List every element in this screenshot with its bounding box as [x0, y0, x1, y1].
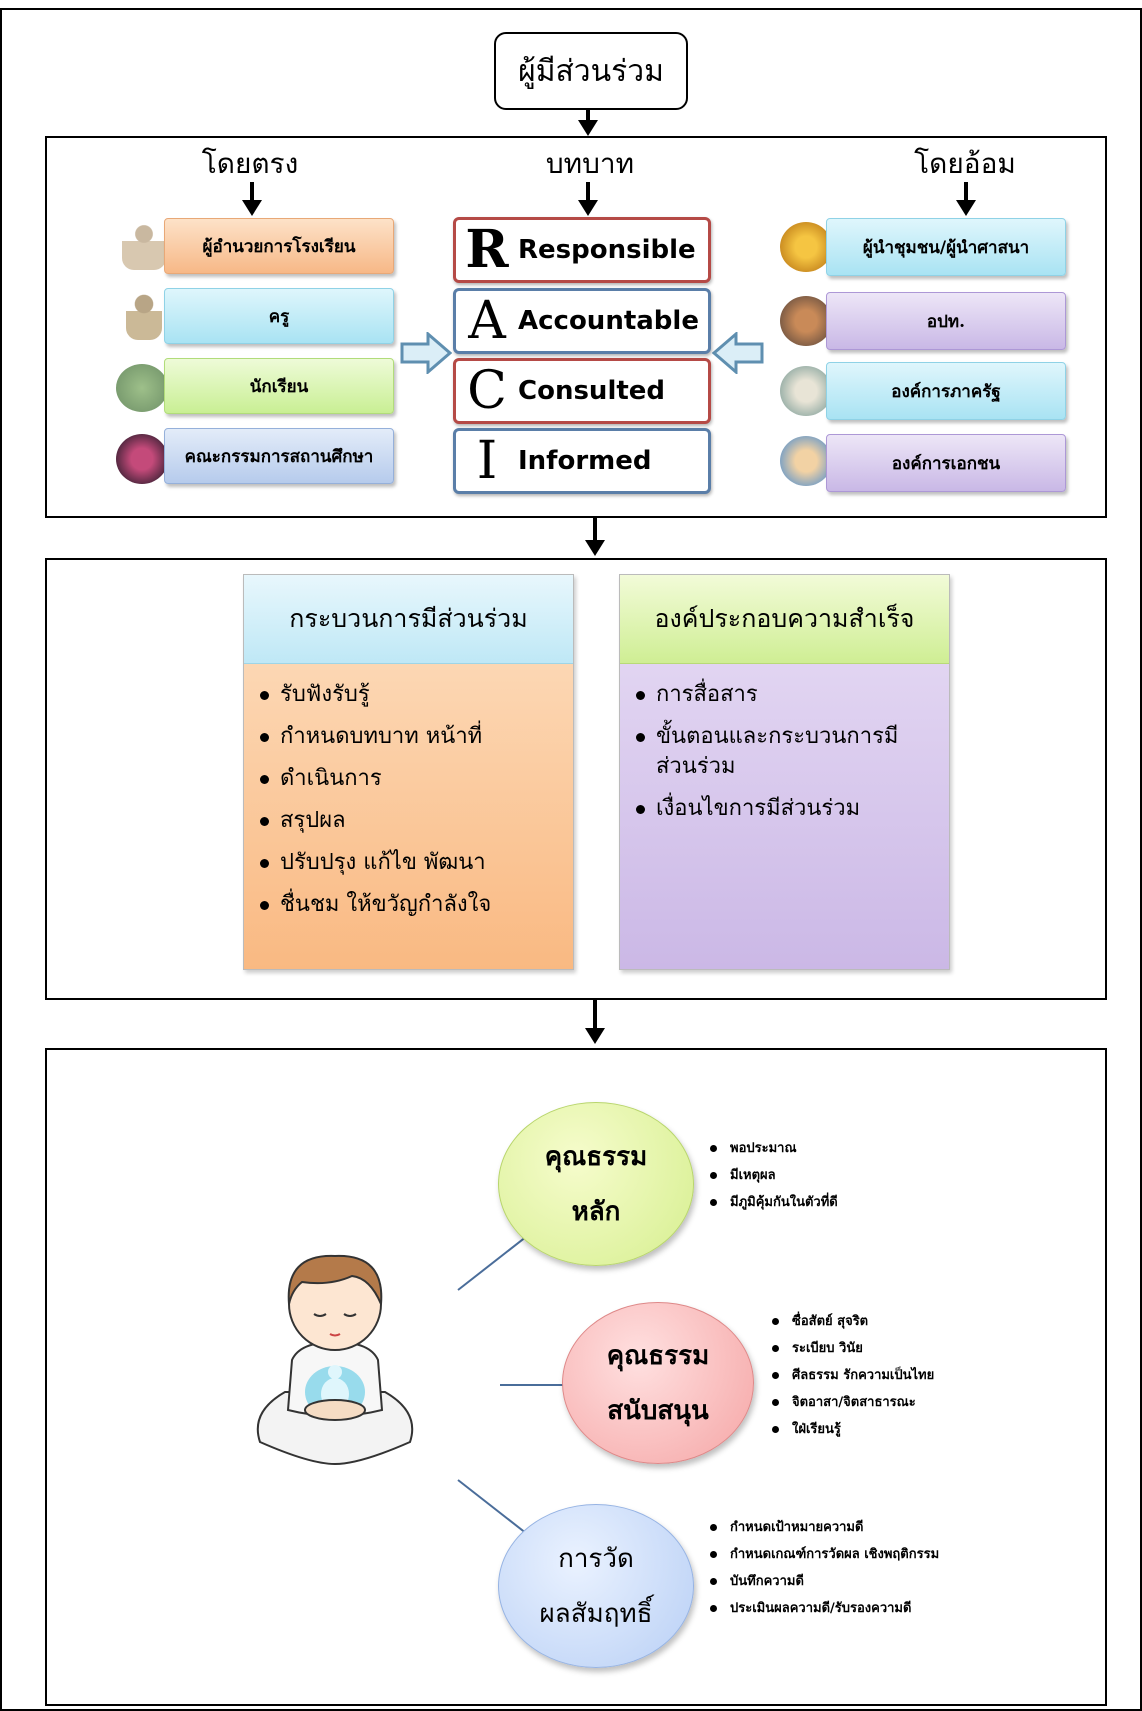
direct-stakeholder-box: ครู: [164, 288, 394, 344]
list-item: กำหนดบทบาท หน้าที่: [244, 722, 573, 752]
arrow-down-icon: [956, 182, 976, 216]
connector-line: [500, 1384, 566, 1386]
indirect-stakeholder-box: อปท.: [826, 292, 1066, 350]
raci-letter: I: [476, 431, 498, 491]
direct-stakeholder-box: คณะกรรมการสถานศึกษา: [164, 428, 394, 484]
arrow-down-icon: [585, 1000, 605, 1044]
raci-word: Consulted: [518, 376, 666, 406]
raci-letter: A: [468, 291, 506, 351]
achievement-list: กำหนดเป้าหมายความดี กำหนดเกณฑ์การวัดผล เ…: [706, 1519, 956, 1627]
list-item: ดำเนินการ: [244, 764, 573, 794]
raci-informed: I Informed: [453, 428, 711, 494]
process-panel: กระบวนการมีส่วนร่วม รับฟังรับรู้ กำหนดบท…: [243, 574, 574, 970]
list-item: ระเบียบ วินัย: [768, 1340, 1028, 1358]
process-title: กระบวนการมีส่วนร่วม: [244, 575, 573, 664]
success-list: การสื่อสาร ขั้นตอนและกระบวนการมี ส่วนร่ว…: [620, 664, 949, 824]
direct-stakeholder-box: นักเรียน: [164, 358, 394, 414]
committee-icon: [116, 434, 168, 484]
indirect-stakeholder-box: ผู้นำชุมชน/ผู้นำศาสนา: [826, 218, 1066, 276]
list-item: กำหนดเป้าหมายความดี: [706, 1519, 956, 1537]
list-item: พอประมาณ: [706, 1140, 956, 1158]
private-group-icon: [780, 436, 832, 486]
raci-consulted: C Consulted: [453, 358, 711, 424]
achievement-circle: การวัด ผลสัมฤทธิ์: [498, 1504, 694, 1668]
arrow-down-icon: [578, 110, 598, 136]
meditating-child-icon: [256, 1254, 414, 1466]
list-item: บันทึกความดี: [706, 1573, 956, 1591]
students-icon: [116, 364, 168, 412]
list-item: ชื่นชม ให้ขวัญกำลังใจ: [244, 890, 573, 920]
direct-stakeholder-box: ผู้อำนวยการโรงเรียน: [164, 218, 394, 274]
list-item: สรุปผล: [244, 806, 573, 836]
teacher-icon: [126, 292, 162, 340]
role-heading: บทบาท: [545, 147, 635, 180]
arrow-down-icon: [585, 518, 605, 556]
circle-line: หลัก: [571, 1197, 621, 1227]
arrow-right-icon: [400, 332, 452, 374]
list-item: มีภูมิคุ้มกันในตัวที่ดี: [706, 1194, 956, 1212]
circle-line: ผลสัมฤทธิ์: [539, 1599, 653, 1629]
list-item: ปรับปรุง แก้ไข พัฒนา: [244, 848, 573, 878]
circle-line: สนับสนุน: [607, 1396, 709, 1426]
arrow-down-icon: [578, 182, 598, 216]
arrow-down-icon: [242, 182, 262, 216]
officials-icon: [780, 366, 832, 416]
list-item: รับฟังรับรู้: [244, 680, 573, 710]
circle-line: คุณธรรม: [544, 1142, 648, 1172]
list-item: ประเมินผลความดี/รับรองความดี: [706, 1600, 956, 1618]
arrow-left-icon: [712, 332, 764, 374]
list-item: ซื่อสัตย์ สุจริต: [768, 1313, 1028, 1331]
list-item: ศีลธรรม รักความเป็นไทย: [768, 1367, 1028, 1385]
raci-accountable: A Accountable: [453, 288, 711, 354]
list-item: เงื่อนไขการมีส่วนร่วม: [620, 794, 919, 824]
supporting-virtue-circle: คุณธรรม สนับสนุน: [562, 1302, 754, 1464]
indirect-stakeholder-box: องค์การเอกชน: [826, 434, 1066, 492]
raci-word: Accountable: [518, 306, 699, 336]
core-virtue-circle: คุณธรรม หลัก: [498, 1102, 694, 1266]
process-list: รับฟังรับรู้ กำหนดบทบาท หน้าที่ ดำเนินกา…: [244, 664, 573, 920]
supporting-virtue-list: ซื่อสัตย์ สุจริต ระเบียบ วินัย ศีลธรรม ร…: [768, 1313, 1028, 1448]
raci-word: Informed: [518, 446, 652, 476]
indirect-heading: โดยอ้อม: [914, 147, 1016, 180]
raci-letter: C: [467, 361, 507, 421]
list-item: จิตอาสา/จิตสาธารณะ: [768, 1394, 1028, 1412]
outer-frame: [0, 8, 1142, 1711]
raci-letter: R: [465, 219, 509, 280]
list-item: การสื่อสาร: [620, 680, 919, 710]
direct-heading: โดยตรง: [201, 147, 299, 180]
raci-word: Responsible: [518, 235, 696, 265]
circle-line: การวัด: [558, 1544, 634, 1574]
circle-line: คุณธรรม: [606, 1341, 710, 1371]
raci-responsible: R Responsible: [453, 217, 711, 283]
success-panel: องค์ประกอบความสำเร็จ การสื่อสาร ขั้นตอนแ…: [619, 574, 950, 970]
list-item: ใฝ่เรียนรู้: [768, 1421, 1028, 1439]
success-title: องค์ประกอบความสำเร็จ: [620, 575, 949, 664]
principal-icon: [122, 222, 166, 270]
monks-icon: [780, 222, 832, 272]
list-item: กำหนดเกณฑ์การวัดผล เชิงพฤติกรรม: [706, 1546, 956, 1564]
stakeholders-title: ผู้มีส่วนร่วม: [494, 32, 688, 110]
core-virtue-list: พอประมาณ มีเหตุผล มีภูมิคุ้มกันในตัวที่ด…: [706, 1140, 956, 1221]
list-item: ขั้นตอนและกระบวนการมี ส่วนร่วม: [620, 722, 919, 782]
building-icon: [780, 296, 832, 346]
list-item: มีเหตุผล: [706, 1167, 956, 1185]
indirect-stakeholder-box: องค์การภาครัฐ: [826, 362, 1066, 420]
